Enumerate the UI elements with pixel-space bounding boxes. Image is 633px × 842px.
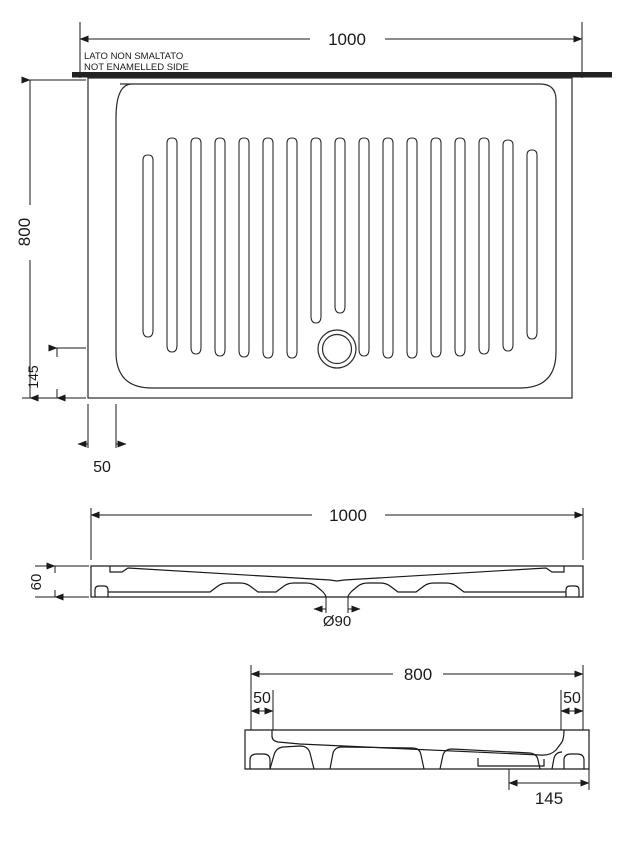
front-foot-left: [94, 585, 109, 597]
dimension-label-front-drain-diameter: Ø90: [323, 613, 351, 630]
front-foot-right: [565, 585, 580, 597]
drain-outer-ring: [317, 329, 357, 369]
dimension-label-plan-depth: 800: [15, 218, 34, 246]
groove: [430, 137, 442, 358]
side-rib-1: [269, 745, 315, 770]
groove: [262, 137, 274, 359]
front-profile-slope-left: [109, 566, 338, 582]
antislip-grooves: [142, 137, 538, 359]
front-profile-slope-right: [336, 566, 565, 582]
groove: [286, 137, 298, 359]
dimension-plan-depth: 800: [15, 76, 86, 402]
dimension-label-front-width: 1000: [329, 506, 367, 525]
dimension-front-height: 60: [28, 562, 89, 601]
groove: [382, 137, 394, 359]
plan-view: 1000 LATO NON SMALTATO NOT ENAMELLED SID…: [15, 22, 612, 476]
annotation-not-enamelled: LATO NON SMALTATO NOT ENAMELLED SIDE: [84, 51, 189, 73]
dimension-side-foot-left: 50: [250, 690, 274, 730]
groove: [238, 137, 250, 358]
groove: [502, 139, 514, 352]
dimension-label-side-width: 800: [404, 665, 432, 684]
side-foot-left-shape: [249, 753, 271, 769]
groove: [214, 137, 226, 357]
dimension-plan-drain-offset: 145: [25, 344, 86, 402]
dimension-label-plan-drain-offset: 145: [25, 365, 41, 389]
front-profile-body: [90, 565, 584, 598]
dimension-side-drain-offset: 145: [508, 769, 590, 808]
tray-outer-outline: [87, 77, 573, 399]
drain-outlet: [317, 329, 357, 369]
dimension-label-plan-edge-width: 50: [93, 459, 111, 476]
dimension-label-front-height: 60: [28, 574, 45, 591]
dimension-plan-width: 1000: [79, 22, 583, 78]
groove: [142, 154, 154, 338]
dimension-label-plan-width: 1000: [328, 30, 366, 49]
side-rib-4: [551, 751, 563, 770]
side-profile-top-slope: [271, 729, 565, 756]
dimension-label-side-foot-right: 50: [563, 690, 581, 707]
side-rib-2: [329, 746, 425, 770]
dimension-plan-edge-width: 50: [77, 404, 127, 476]
groove: [358, 137, 370, 357]
dimension-side-foot-right: 50: [560, 690, 584, 730]
dimension-side-width: 800: [250, 665, 584, 690]
not-enamelled-edge-bar: [72, 72, 612, 78]
groove: [526, 149, 538, 340]
groove: [190, 137, 202, 355]
groove: [454, 137, 466, 357]
annotation-not-enamelled-it: LATO NON SMALTATO: [84, 51, 183, 62]
annotation-not-enamelled-en: NOT ENAMELLED SIDE: [84, 62, 189, 73]
groove: [310, 137, 322, 324]
side-drain-channel: [477, 758, 545, 767]
front-elevation-view: 1000 60 Ø90: [28, 506, 584, 630]
groove: [478, 137, 490, 355]
front-underside-left: [108, 582, 327, 598]
tray-inner-basin-outline: [115, 83, 557, 389]
dimension-label-side-foot-left: 50: [253, 690, 271, 707]
dimension-front-width: 1000: [90, 506, 584, 560]
front-profile: [90, 565, 584, 598]
side-foot-right-shape: [563, 753, 585, 769]
side-elevation-view: 800 50 50: [244, 665, 590, 808]
side-profile: [244, 729, 590, 770]
drain-inner-ring: [321, 333, 353, 365]
dimension-label-side-drain-offset: 145: [535, 789, 563, 808]
groove: [406, 137, 418, 359]
front-underside-right: [347, 582, 566, 598]
groove: [166, 137, 178, 353]
groove: [334, 137, 346, 314]
side-rib-3: [439, 748, 541, 770]
dimension-front-drain-diameter: Ø90: [313, 597, 361, 630]
